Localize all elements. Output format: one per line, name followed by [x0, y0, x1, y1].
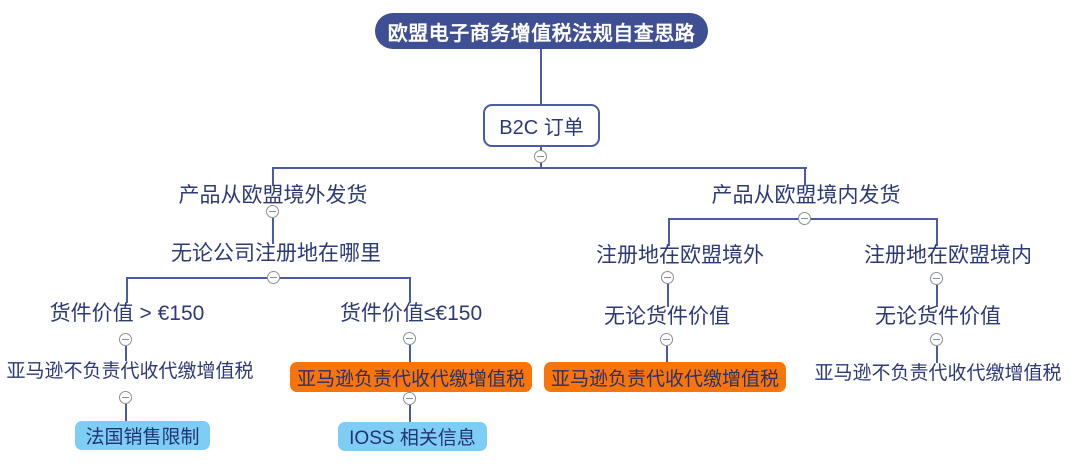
connector-line [936, 346, 938, 363]
node-any-company-registration[interactable]: 无论公司注册地在哪里 [171, 242, 381, 265]
node-amazon-not-responsible-vat[interactable]: 亚马逊不负责代收代缴增值税 [814, 363, 1062, 384]
connector-line [272, 167, 274, 186]
connector-line [540, 49, 542, 105]
node-france-sales-limit[interactable]: 法国销售限制 [75, 421, 210, 450]
connector-line [126, 277, 128, 303]
node-any-shipment-value[interactable]: 无论货件价值 [875, 305, 1001, 328]
collapse-icon[interactable] [403, 332, 416, 345]
collapse-icon[interactable] [534, 150, 547, 163]
collapse-icon[interactable] [930, 333, 943, 346]
node-amazon-not-responsible-vat[interactable]: 亚马逊不负责代收代缴增值税 [6, 361, 254, 382]
collapse-icon[interactable] [930, 272, 943, 285]
node-registered-outside-eu[interactable]: 注册地在欧盟境外 [596, 244, 764, 267]
connector-line [668, 218, 670, 246]
connector-line [409, 405, 411, 422]
connector-line [804, 167, 806, 186]
connector-line [125, 346, 127, 361]
connector-line [936, 285, 938, 307]
collapse-icon[interactable] [798, 212, 811, 225]
collapse-icon[interactable] [119, 391, 132, 404]
connector-line [409, 345, 411, 362]
node-any-shipment-value[interactable]: 无论货件价值 [604, 305, 730, 328]
connector-line [936, 218, 938, 246]
connector-line [666, 346, 668, 362]
node-amazon-responsible-vat[interactable]: 亚马逊负责代收代缴增值税 [544, 362, 786, 392]
node-value-under-150[interactable]: 货件价值≤€150 [339, 302, 483, 325]
node-root-title[interactable]: 欧盟电子商务增值税法规自查思路 [375, 13, 708, 49]
collapse-icon[interactable] [266, 205, 279, 218]
collapse-icon[interactable] [403, 392, 416, 405]
collapse-icon[interactable] [267, 271, 280, 284]
connector-line [273, 167, 807, 169]
collapse-icon[interactable] [119, 333, 132, 346]
connector-line [667, 284, 669, 307]
collapse-icon[interactable] [661, 271, 674, 284]
node-ship-from-outside-eu[interactable]: 产品从欧盟境外发货 [178, 184, 368, 207]
connector-line [409, 277, 411, 303]
node-b2c-order[interactable]: B2C 订单 [483, 104, 600, 147]
connector-line [125, 404, 127, 421]
node-registered-inside-eu[interactable]: 注册地在欧盟境内 [864, 244, 1032, 267]
node-amazon-responsible-vat[interactable]: 亚马逊负责代收代缴增值税 [290, 362, 532, 392]
collapse-icon[interactable] [660, 333, 673, 346]
node-ioss-info[interactable]: IOSS 相关信息 [338, 422, 487, 451]
node-ship-from-inside-eu[interactable]: 产品从欧盟境内发货 [711, 184, 901, 207]
node-value-over-150[interactable]: 货件价值 > €150 [49, 302, 205, 325]
connector-line [272, 218, 274, 244]
